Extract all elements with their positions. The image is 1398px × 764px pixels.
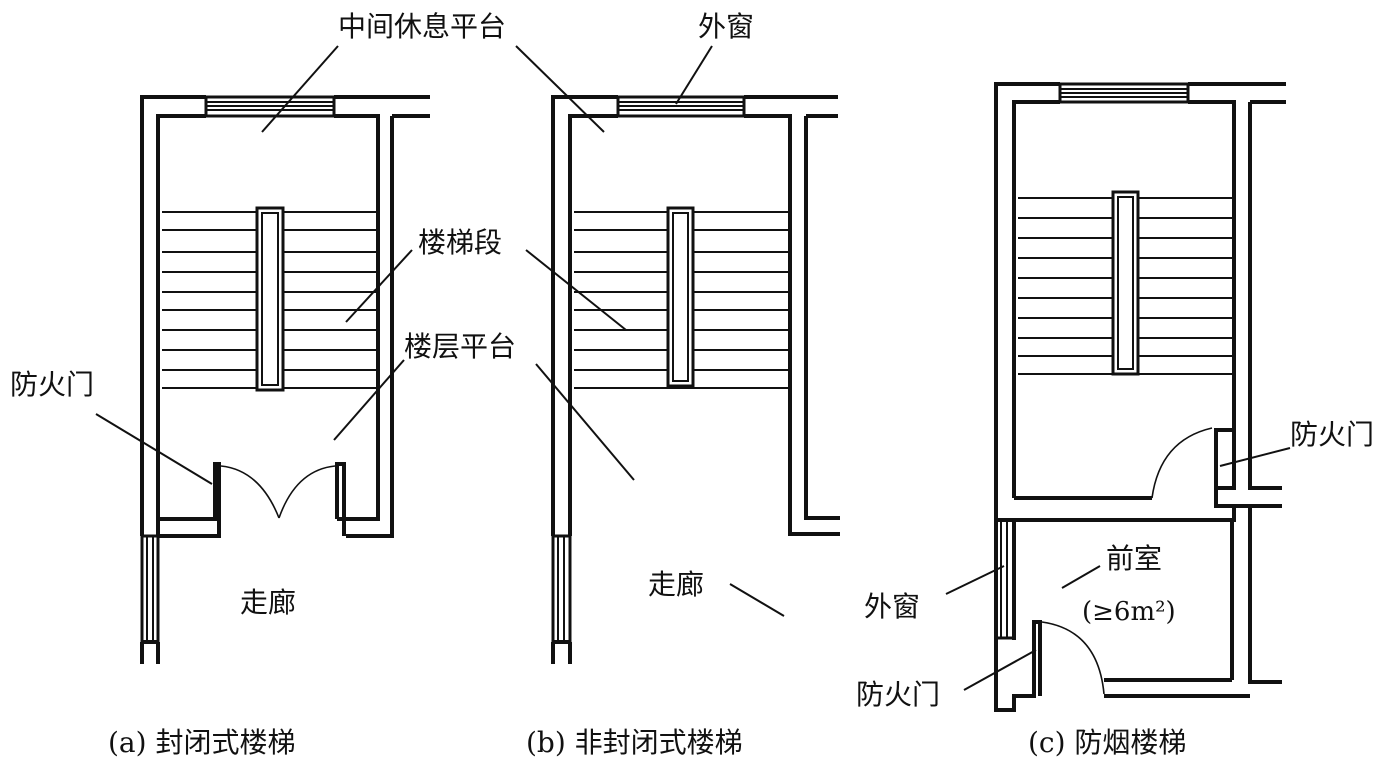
label-anteroom-area: (≥6m²)	[1082, 597, 1176, 627]
plan-b-top-window	[616, 95, 746, 118]
label-stair-flight: 楼梯段	[418, 226, 502, 259]
leader-fire-door-a	[95, 413, 213, 485]
leader-fire-door-c1	[1219, 447, 1291, 467]
label-window-top: 外窗	[698, 10, 754, 43]
label-window-c: 外窗	[864, 590, 920, 623]
plan-c-right-wall	[1188, 82, 1286, 684]
leader-fire-door-c2	[963, 649, 1037, 691]
plan-a-bottom-right-jamb	[335, 462, 346, 536]
leader-stair-flight-b	[525, 249, 627, 331]
plan-c-stair-flight	[1018, 190, 1232, 376]
plan-a-enclosed-stair	[140, 95, 430, 664]
label-corridor-a: 走廊	[240, 586, 296, 619]
plan-b-stair-flight	[574, 206, 788, 389]
leader-landing-mid-a	[261, 45, 339, 133]
text-labels: 中间休息平台 外窗 楼梯段 楼层平台 防火门 走廊 走廊 防火门 前室 (≥6m…	[10, 10, 1374, 711]
plan-a-left-wall	[140, 95, 206, 536]
caption-c: (c) 防烟楼梯	[1028, 726, 1186, 759]
label-corridor-b: 走廊	[648, 568, 704, 601]
plan-a-side-window	[140, 534, 160, 664]
leader-stair-flight-a	[345, 249, 413, 323]
leader-lines	[95, 45, 1291, 691]
label-floor-landing: 楼层平台	[404, 330, 516, 363]
plan-a-stair-flight	[162, 206, 376, 392]
leader-window-c	[945, 565, 1005, 595]
plan-b-open-stair	[551, 95, 840, 664]
label-fire-door-c1: 防火门	[1290, 418, 1374, 451]
plan-c-smoke-proof-stair	[994, 82, 1286, 712]
plan-c-fire-door-lower	[1041, 621, 1105, 695]
leader-floor-landing-b	[535, 363, 635, 481]
plan-c-top-window	[1058, 82, 1190, 104]
plan-c-stair-room-bottom-wall	[996, 428, 1236, 522]
plan-b-side-window	[551, 534, 572, 664]
leader-floor-landing-a	[333, 359, 405, 441]
plan-a-right-wall	[334, 95, 430, 538]
plan-b-right-wall	[744, 95, 840, 536]
caption-b: (b) 非封闭式楼梯	[526, 726, 743, 759]
plan-c-left-wall	[994, 82, 1060, 520]
label-fire-door-c2: 防火门	[856, 678, 940, 711]
leader-anteroom	[1061, 565, 1101, 589]
plan-a-fire-door	[220, 465, 336, 519]
leader-corridor-b	[729, 583, 785, 617]
plan-c-side-window	[994, 518, 1016, 640]
captions: (a) 封闭式楼梯 (b) 非封闭式楼梯 (c) 防烟楼梯	[108, 726, 1186, 759]
label-landing-mid: 中间休息平台	[338, 10, 506, 43]
plan-c-fire-door-upper	[1151, 427, 1213, 499]
leader-window-a	[675, 45, 713, 105]
label-fire-door-a: 防火门	[10, 368, 94, 401]
leader-landing-mid-b	[515, 45, 605, 133]
plan-b-left-wall	[551, 95, 618, 536]
plan-a-top-window	[204, 95, 336, 118]
caption-a: (a) 封闭式楼梯	[108, 726, 295, 759]
label-anteroom: 前室	[1106, 542, 1162, 575]
plan-a-bottom-left-wall	[158, 462, 221, 538]
